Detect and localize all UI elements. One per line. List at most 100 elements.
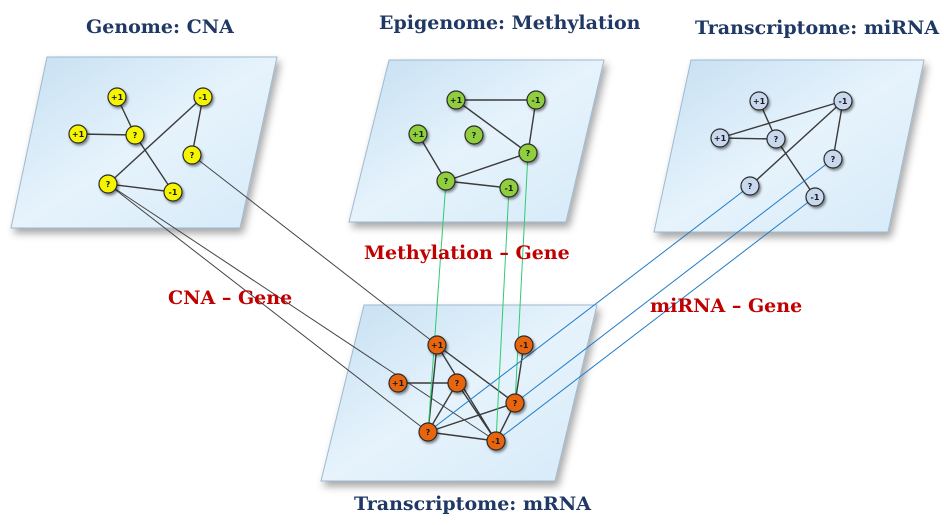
mirna-node-circle [823,149,843,169]
mrna-node: ? [505,393,525,413]
mirna-node: ? [740,176,760,196]
mrna-network-edge [456,382,497,442]
genome-node: ? [98,174,118,194]
mrna-node-circle [486,431,506,451]
mirna-gene-link [514,158,834,404]
mirna-node-label: ? [831,155,836,164]
mirna-network-edge [832,100,844,160]
epigenome-node-circle [408,124,428,144]
mirna-gene-label: miRNA – Gene [650,295,803,317]
genome-node-label: -1 [199,93,208,102]
genome-node-circle [182,145,202,165]
mirna-node-label: -1 [839,97,848,106]
epigenome-node-label: +1 [450,96,463,105]
mrna-node-circle [418,422,438,442]
mirna-node: ? [766,129,786,149]
epigenome-node-label: -1 [505,184,514,193]
epigenome-node-label: ? [526,149,531,158]
mirna-node-circle [805,187,825,207]
genome-title: Genome: CNA [86,16,234,38]
mirna-gene-link [427,185,751,433]
mirna-gene-link [495,196,816,442]
genome-network-edge [134,134,174,193]
mirna-node: ? [823,149,843,169]
genome-node-label: ? [106,180,111,189]
nodes-layer: +1-1+1???-1+1-1+1???-1+1-1+1???-1+1-1+1?… [68,87,853,451]
cross-links-layer [107,152,834,442]
mrna-node: +1 [427,335,447,355]
methylation-gene-link [427,180,447,433]
mrna-node-circle [447,373,467,393]
mirna-node-label: ? [748,182,753,191]
mrna-node: +1 [388,373,408,393]
mrna-node-label: -1 [492,437,501,446]
genome-node: +1 [68,124,88,144]
genome-node-label: ? [190,151,195,160]
epigenome-node-circle [518,143,538,163]
mirna-node: -1 [833,91,853,111]
genome-node-label: ? [133,131,138,140]
mrna-node-label: ? [455,379,460,388]
genome-node-circle [68,124,88,144]
panels-layer [10,56,925,482]
mrna-node-label: +1 [392,379,405,388]
mrna-node: ? [447,373,467,393]
epigenome-node: -1 [499,178,519,198]
genome-node-circle [107,87,127,107]
methylation-gene-link [495,187,510,442]
mirna-node-label: +1 [753,97,766,106]
epigenome-node-label: +1 [412,130,425,139]
epigenome-node-circle [464,125,484,145]
epigenome-title: Epigenome: Methylation [379,12,641,34]
genome-node-label: +1 [111,93,124,102]
mirna-node-circle [740,176,760,196]
genome-node: +1 [107,87,127,107]
genome-node-circle [125,125,145,145]
cna-gene-link [107,183,497,442]
genome-node: ? [182,145,202,165]
mirna-node-label: ? [774,135,779,144]
mirna-node: +1 [749,91,769,111]
mirna-node-circle [766,129,786,149]
mrna-node-label: +1 [431,341,444,350]
epigenome-node-circle [436,171,456,191]
mrna-node-circle [388,373,408,393]
mrna-node: -1 [514,335,534,355]
methylation-gene-link [514,152,529,404]
mirna-panel [653,59,925,233]
mrna-node-label: ? [426,428,431,437]
epigenome-network-edge [445,180,510,189]
epigenome-network-edge [445,152,529,182]
genome-node-label: +1 [72,130,85,139]
mirna-node-circle [749,91,769,111]
epigenome-node-circle [499,178,519,198]
genome-panel [10,56,278,229]
epigenome-node-label: ? [444,177,449,186]
epigenome-node-circle [446,90,466,110]
genome-network-edge [107,96,204,185]
mirna-network-edge [749,100,844,187]
epigenome-node: +1 [408,124,428,144]
mirna-network-edge [719,100,844,139]
genome-node: ? [125,125,145,145]
mrna-node-label: ? [513,399,518,408]
mirna-node-circle [710,128,730,148]
mrna-network-edge [427,431,497,442]
mrna-node-circle [505,393,525,413]
epigenome-network-edge [455,99,529,154]
mirna-node-circle [833,91,853,111]
mrna-network-edge [436,344,497,442]
genome-node-circle [98,174,118,194]
cna-gene-link [191,154,438,346]
epigenome-node: ? [436,171,456,191]
mrna-node-circle [514,335,534,355]
mrna-node-circle [427,335,447,355]
mirna-node-label: -1 [811,193,820,202]
mrna-node: -1 [486,431,506,451]
genome-node: -1 [193,87,213,107]
mrna-network-edge [436,344,516,404]
mirna-node-label: +1 [714,134,727,143]
mrna-title: Transcriptome: mRNA [354,493,591,515]
